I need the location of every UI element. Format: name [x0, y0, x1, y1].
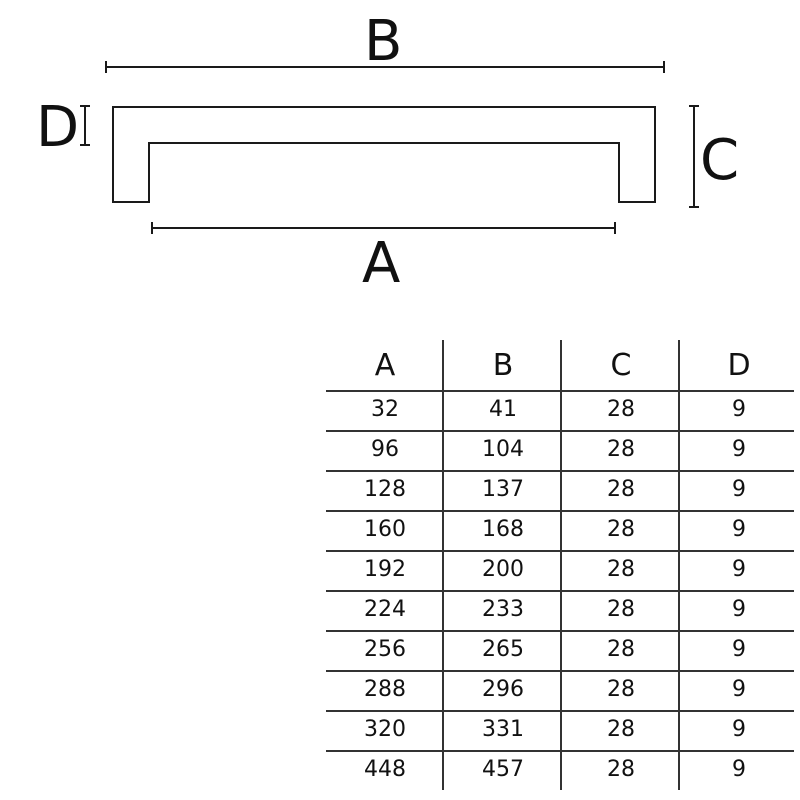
cell-c: 28	[607, 717, 635, 742]
cell-c: 28	[607, 437, 635, 462]
header-d: D	[727, 348, 751, 383]
row-divider	[326, 670, 794, 672]
cell-a: 32	[371, 397, 399, 422]
cell-d: 9	[732, 437, 746, 462]
cell-b: 200	[482, 557, 524, 582]
row-divider	[326, 510, 794, 512]
cell-d: 9	[732, 757, 746, 782]
cell-a: 320	[364, 717, 406, 742]
row-divider	[326, 590, 794, 592]
dimensions-table: A B C D 32 41 28 9 96 104 28 9 128 137 2…	[326, 340, 794, 790]
cell-a: 128	[364, 477, 406, 502]
header-a: A	[374, 348, 396, 383]
cell-b: 41	[489, 397, 517, 422]
cell-d: 9	[732, 477, 746, 502]
cell-b: 265	[482, 637, 524, 662]
dimension-label-a: A	[362, 231, 401, 296]
cell-c: 28	[607, 757, 635, 782]
row-divider	[326, 470, 794, 472]
cell-b: 296	[482, 677, 524, 702]
row-divider	[326, 430, 794, 432]
cell-a: 288	[364, 677, 406, 702]
cell-d: 9	[732, 397, 746, 422]
cell-a: 448	[364, 757, 406, 782]
cell-d: 9	[732, 517, 746, 542]
row-divider	[326, 390, 794, 392]
handle-dimension-drawing: B D C A	[0, 0, 800, 300]
cell-c: 28	[607, 557, 635, 582]
cell-c: 28	[607, 677, 635, 702]
cell-d: 9	[732, 637, 746, 662]
handle-outline-icon	[80, 61, 699, 234]
column-divider	[560, 340, 562, 790]
cell-c: 28	[607, 477, 635, 502]
cell-a: 96	[371, 437, 399, 462]
cell-c: 28	[607, 517, 635, 542]
header-c: C	[610, 348, 632, 383]
cell-a: 256	[364, 637, 406, 662]
column-divider	[442, 340, 444, 790]
cell-a: 224	[364, 597, 406, 622]
header-b: B	[492, 348, 514, 383]
dimension-label-b: B	[364, 9, 403, 74]
cell-b: 137	[482, 477, 524, 502]
cell-c: 28	[607, 637, 635, 662]
row-divider	[326, 750, 794, 752]
cell-c: 28	[607, 597, 635, 622]
dimension-label-c: C	[700, 128, 740, 193]
row-divider	[326, 550, 794, 552]
cell-d: 9	[732, 557, 746, 582]
cell-b: 104	[482, 437, 524, 462]
cell-a: 192	[364, 557, 406, 582]
dimension-label-d: D	[36, 95, 80, 160]
cell-d: 9	[732, 597, 746, 622]
cell-d: 9	[732, 717, 746, 742]
row-divider	[326, 630, 794, 632]
cell-a: 160	[364, 517, 406, 542]
row-divider	[326, 710, 794, 712]
cell-b: 168	[482, 517, 524, 542]
cell-d: 9	[732, 677, 746, 702]
cell-b: 457	[482, 757, 524, 782]
column-divider	[678, 340, 680, 790]
cell-b: 331	[482, 717, 524, 742]
cell-c: 28	[607, 397, 635, 422]
cell-b: 233	[482, 597, 524, 622]
